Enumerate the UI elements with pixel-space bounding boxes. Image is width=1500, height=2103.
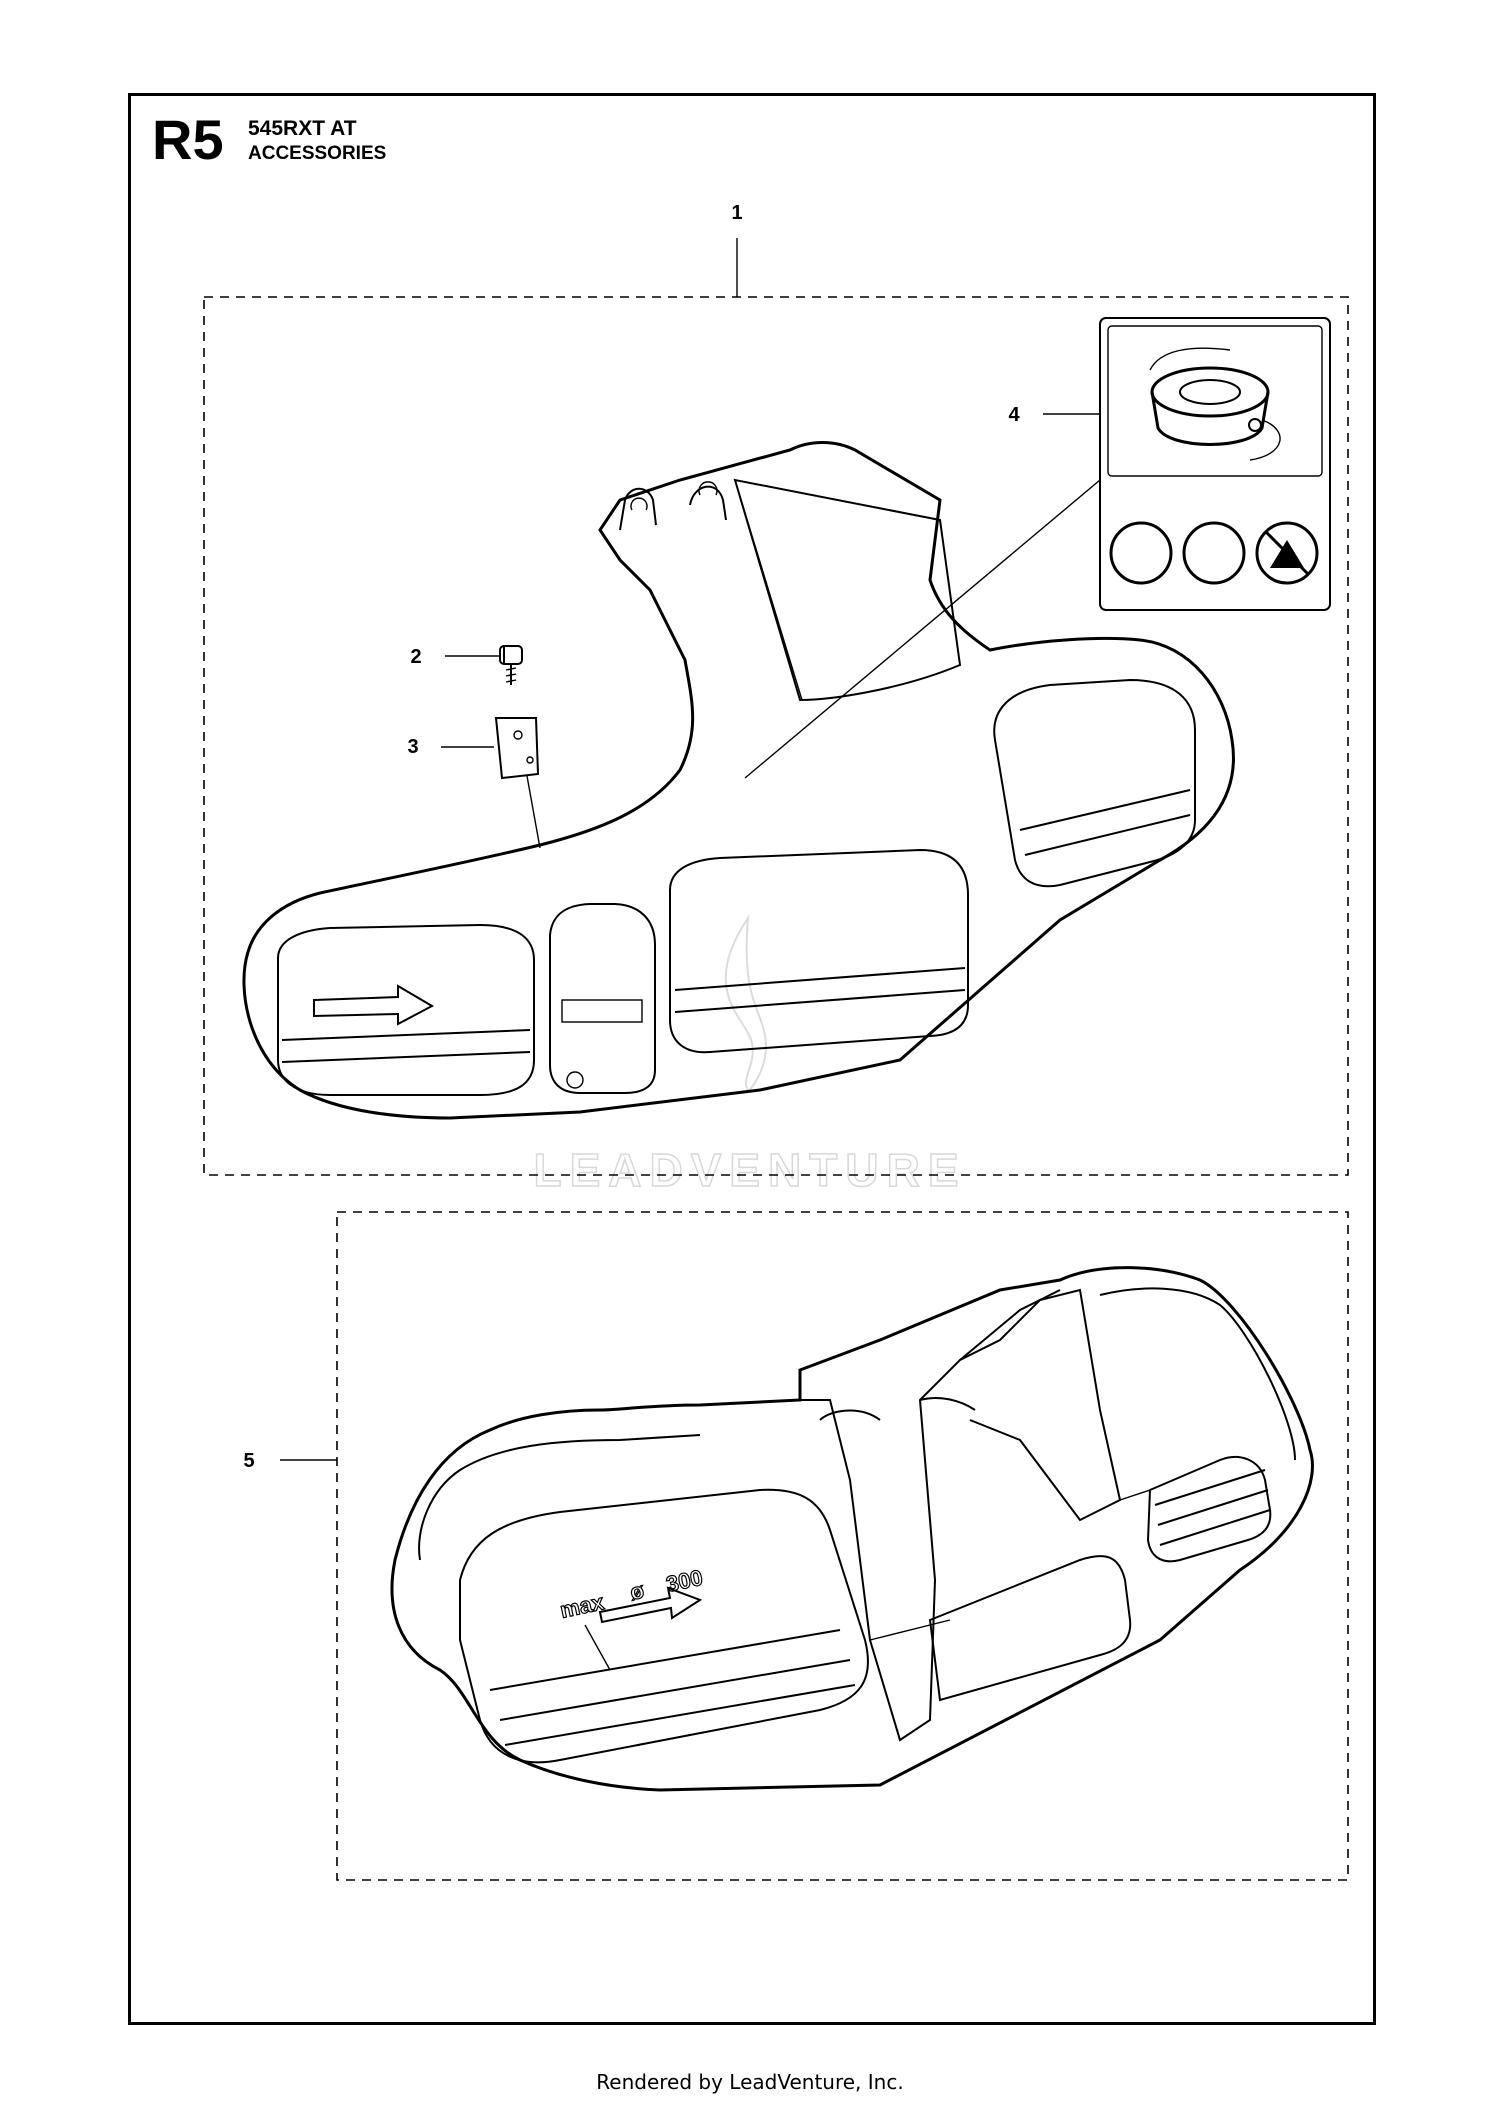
- nut-plate-part: [494, 717, 541, 849]
- guard-diameter-symbol: ø: [628, 1578, 647, 1605]
- watermark: LEADVENTURE: [533, 914, 966, 1197]
- guard-max-label: max: [558, 1589, 607, 1623]
- screw-part: [499, 645, 523, 685]
- trimmer-head-part: [1099, 317, 1331, 611]
- section-title: ACCESSORIES: [248, 143, 387, 164]
- guard-size-label: 300: [664, 1565, 705, 1597]
- trimmer-guard-part: [242, 441, 1235, 1120]
- callout-5: 5: [243, 1450, 337, 1472]
- callout-number-1: 1: [731, 202, 742, 224]
- group-box-5: [336, 1211, 1349, 1881]
- footer-credit: Rendered by LeadVenture, Inc.: [596, 2070, 904, 2094]
- callout-number-4: 4: [1008, 404, 1020, 426]
- callout-number-3: 3: [407, 736, 418, 758]
- callout-2: 2: [410, 646, 500, 668]
- callout-number-2: 2: [410, 646, 421, 668]
- callout-1: 1: [731, 202, 743, 297]
- page-code: R5: [152, 108, 224, 171]
- diagram-frame: [128, 93, 1376, 2025]
- callout-number-5: 5: [243, 1450, 254, 1472]
- callout-3: 3: [407, 736, 494, 758]
- large-guard-part: max ø 300: [390, 1266, 1314, 1792]
- watermark-text: LEADVENTURE: [533, 1144, 966, 1196]
- callout-4: 4: [744, 404, 1101, 779]
- compatible-icons: [1109, 521, 1319, 585]
- model-title: 545RXT AT: [248, 117, 357, 140]
- group-box-1: [203, 296, 1349, 1176]
